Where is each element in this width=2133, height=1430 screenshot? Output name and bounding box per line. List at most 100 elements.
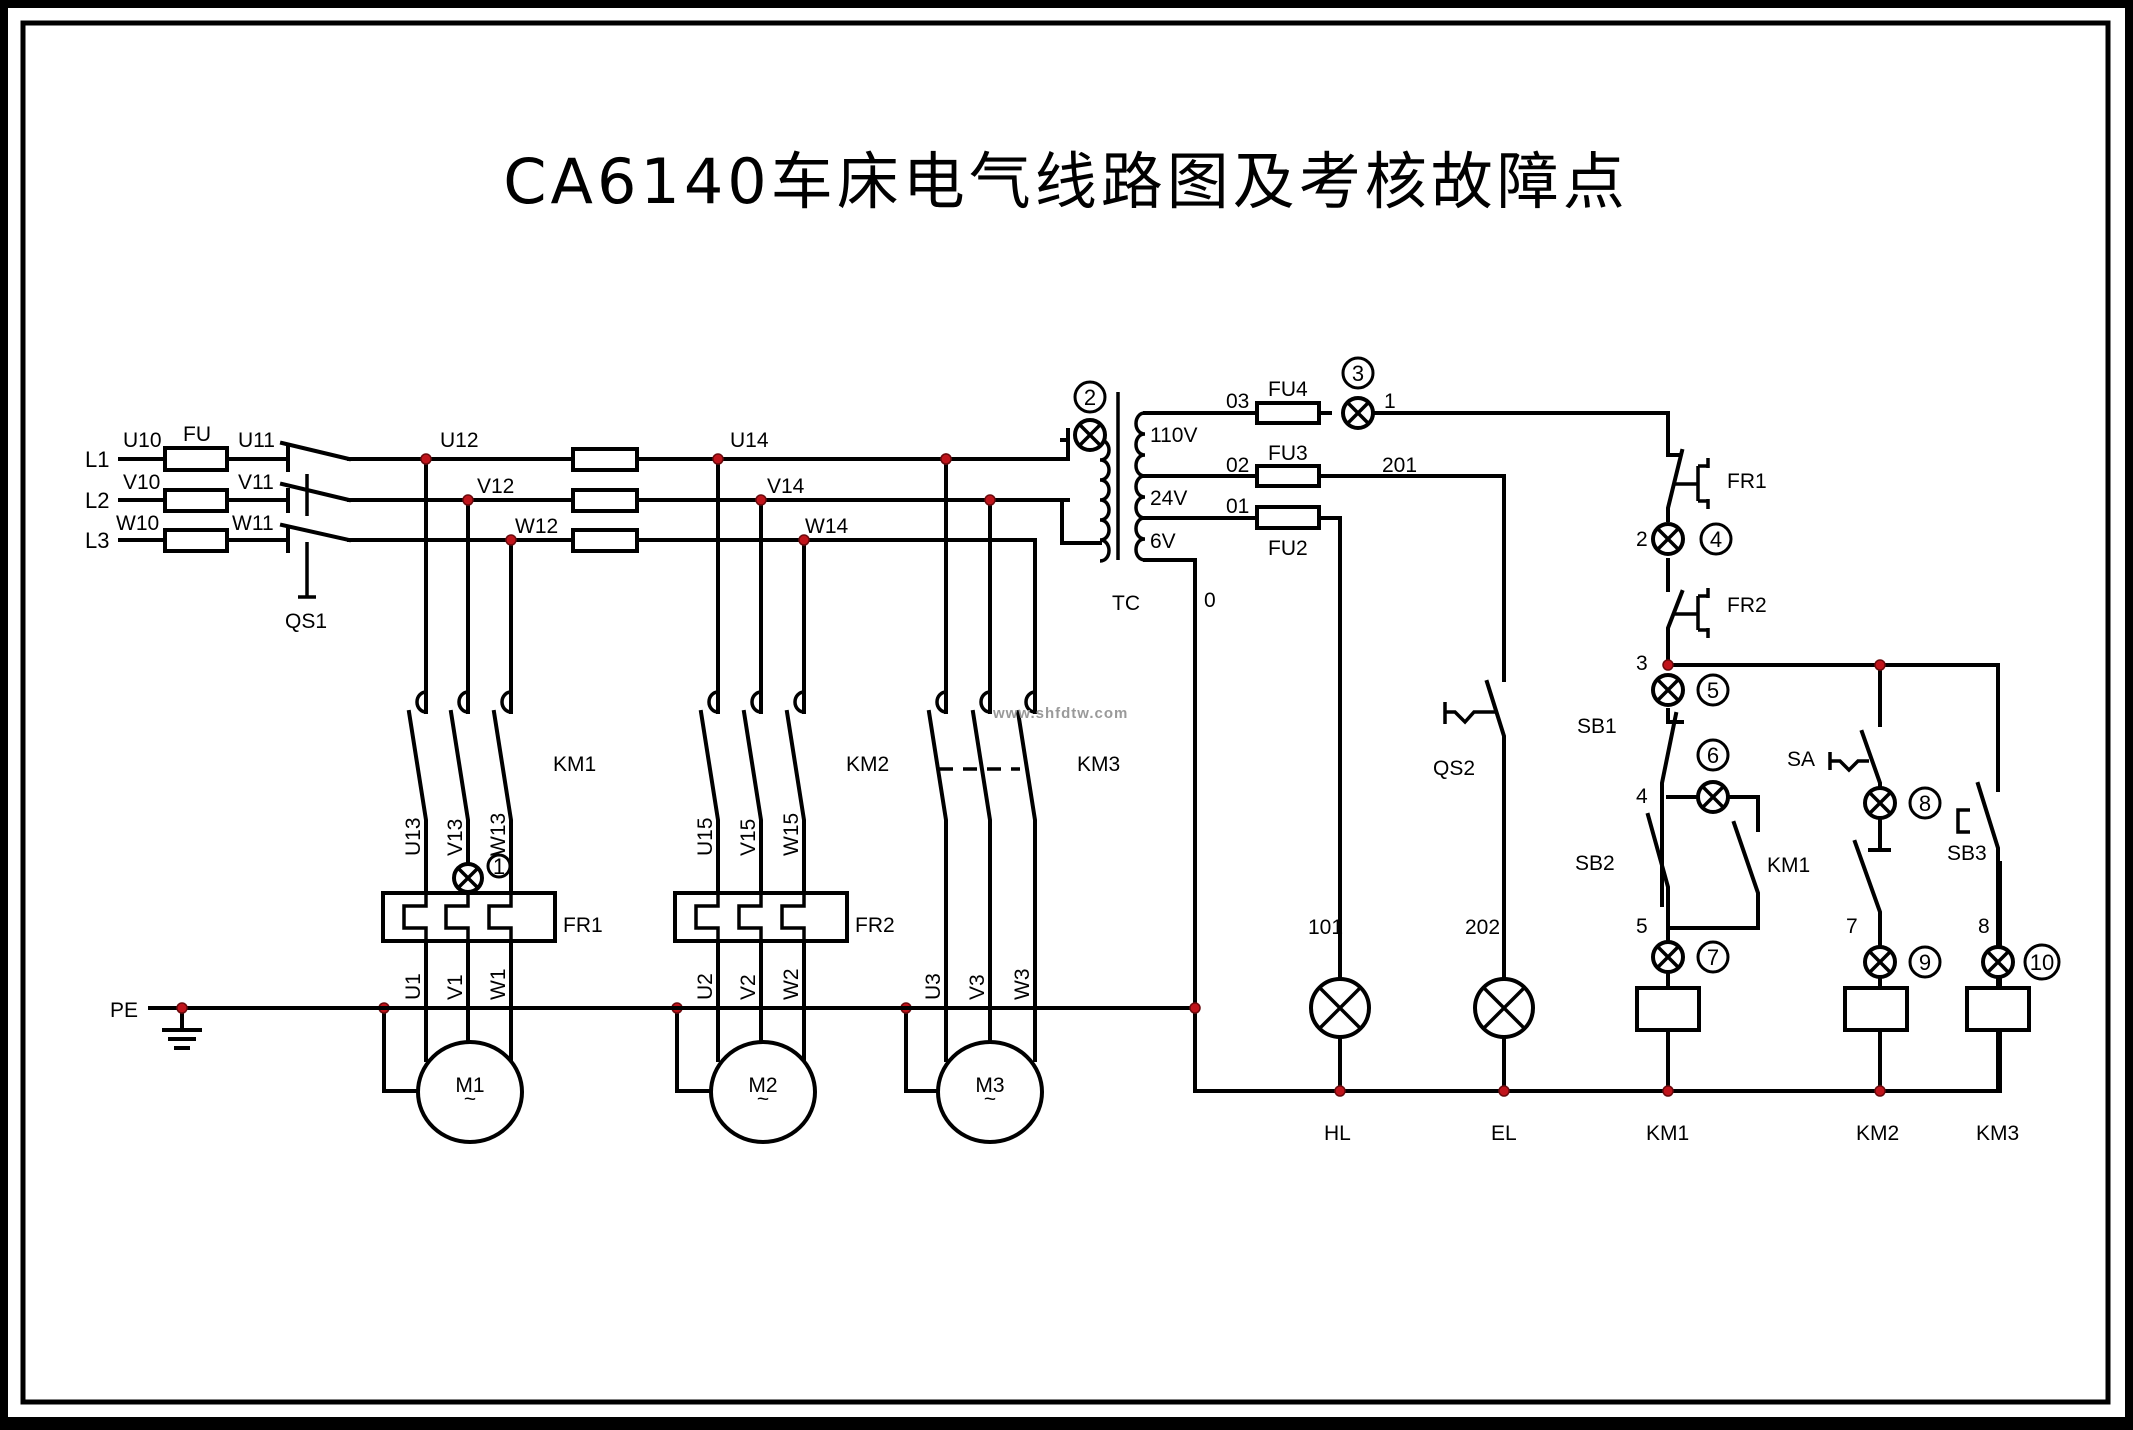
label-7: 7: [1846, 915, 1858, 938]
label-KM1-coil: KM1: [1646, 1122, 1689, 1145]
fault-badge-circle: [486, 853, 512, 879]
label-8: 8: [1978, 915, 1990, 938]
label-EL: EL: [1491, 1122, 1517, 1145]
heater-element: [694, 893, 720, 941]
label-motor-ac: ~: [757, 1088, 769, 1111]
fault-point-4: 4: [1699, 522, 1733, 556]
lamp-cross: [1346, 401, 1370, 425]
label-SB3: SB3: [1947, 842, 1987, 865]
label-motor: M3: [975, 1074, 1004, 1097]
label-thermal-relay: FR2: [855, 914, 895, 937]
fault-point-number: 2: [1084, 385, 1096, 410]
wire-24V: [1143, 474, 1506, 682]
label-FU: FU: [183, 423, 211, 446]
contact-blade: [406, 709, 428, 895]
motor-leads: [944, 1006, 1037, 1062]
label-202: 202: [1465, 916, 1500, 939]
motor-leads: [716, 1006, 806, 1062]
label-motor: M1: [455, 1074, 484, 1097]
fuse-FU3: [1255, 464, 1321, 488]
junction: [712, 453, 724, 465]
lamp-cross: [1868, 950, 1892, 974]
control-rung-KM2: SA 7 KM2: [1787, 729, 1909, 1145]
label-wire-upper: W13: [487, 813, 510, 856]
fault-point-10: 10: [2023, 943, 2061, 981]
junction: [505, 534, 517, 546]
fuse-FU-L1: [163, 446, 229, 472]
label-wire-lower: U2: [694, 973, 717, 1000]
label-W10: W10: [116, 512, 159, 535]
fault-point-7: 7: [1696, 940, 1730, 974]
label-motor-ac: ~: [984, 1088, 996, 1111]
label-6V: 6V: [1150, 530, 1176, 553]
label-wire-lower: W3: [1011, 969, 1034, 1001]
junction: [462, 494, 474, 506]
fault-lamp-7: [1651, 940, 1685, 974]
fault-point-number: 10: [2030, 950, 2054, 975]
fault-lamp-5: [1651, 673, 1685, 707]
label-wire-lower: V1: [444, 974, 467, 1000]
label-SB1: SB1: [1577, 715, 1617, 738]
lamp-HL-symbol: [1309, 977, 1371, 1039]
label-U10: U10: [123, 429, 162, 452]
label-wire-upper: V13: [444, 819, 467, 856]
label-W11: W11: [232, 512, 274, 535]
lamp-cross: [1656, 945, 1680, 969]
lamp-cross: [1986, 950, 2010, 974]
label-FR1-ctrl: FR1: [1727, 470, 1767, 493]
label-contactor-main: KM1: [553, 753, 596, 776]
fault-point-1: 1: [486, 853, 512, 879]
label-201: 201: [1382, 454, 1417, 477]
junction: [1662, 1085, 1674, 1097]
paper: [8, 8, 2125, 1417]
fault-badge-circle: [1073, 380, 1107, 414]
contact-blade: [698, 709, 720, 895]
label-contactor-main: KM3: [1077, 753, 1120, 776]
lamp-cross: [1482, 986, 1526, 1030]
fault-lamp-6: [1696, 780, 1730, 814]
fault-point-number: 9: [1919, 950, 1931, 975]
junction: [1334, 1085, 1346, 1097]
label-03: 03: [1226, 390, 1249, 413]
fault-lamp-2: [1073, 418, 1107, 452]
watermark: www.shfdtw.com: [992, 705, 1128, 722]
label-SA: SA: [1787, 748, 1815, 771]
inner-frame: [20, 20, 2111, 1405]
lamp-cross: [1868, 791, 1892, 815]
lamp-EL-symbol: [1473, 977, 1535, 1039]
motor-leads: [424, 1006, 513, 1062]
motor-earth: [382, 1006, 422, 1093]
fault-point-number: 1: [493, 854, 505, 879]
label-wire-upper: W15: [780, 813, 803, 856]
lamp-HL: 101 HL: [1308, 916, 1351, 1145]
label-L3: L3: [85, 528, 109, 553]
label-FU3: FU3: [1268, 442, 1308, 465]
label-wire-lower: U3: [922, 973, 945, 1000]
junction: [755, 494, 767, 506]
label-FU2: FU2: [1268, 537, 1308, 560]
switch-QS1: QS1: [279, 440, 352, 633]
label-wire-lower: W2: [780, 969, 803, 1001]
contact-arc: [457, 690, 469, 714]
label-0: 0: [1204, 589, 1216, 612]
contact-blade: [784, 709, 806, 895]
motor-M2: [709, 1040, 817, 1144]
fault-badge-circle: [1696, 940, 1730, 974]
label-SB2: SB2: [1575, 852, 1615, 875]
fault-lamp-3: [1341, 396, 1375, 430]
heater-element: [487, 893, 513, 941]
control-rung-KM3: SB3 8 KM3: [1947, 781, 2031, 1145]
pe-bus: PE: [110, 999, 1197, 1050]
power-input: L1 L2 L3 U10 FU U11 V10 V11 W10 W11: [85, 423, 290, 553]
heater-element: [780, 893, 806, 941]
heater-element: [737, 893, 763, 941]
fault-badge-circle: [1341, 356, 1375, 390]
fault-badge-circle: [1908, 945, 1942, 979]
fault-badge-circle: [2023, 943, 2061, 981]
contact-arc: [935, 690, 947, 714]
label-24V: 24V: [1150, 487, 1187, 510]
ground-icon: [162, 1006, 202, 1050]
label-KM2-coil: KM2: [1856, 1122, 1899, 1145]
